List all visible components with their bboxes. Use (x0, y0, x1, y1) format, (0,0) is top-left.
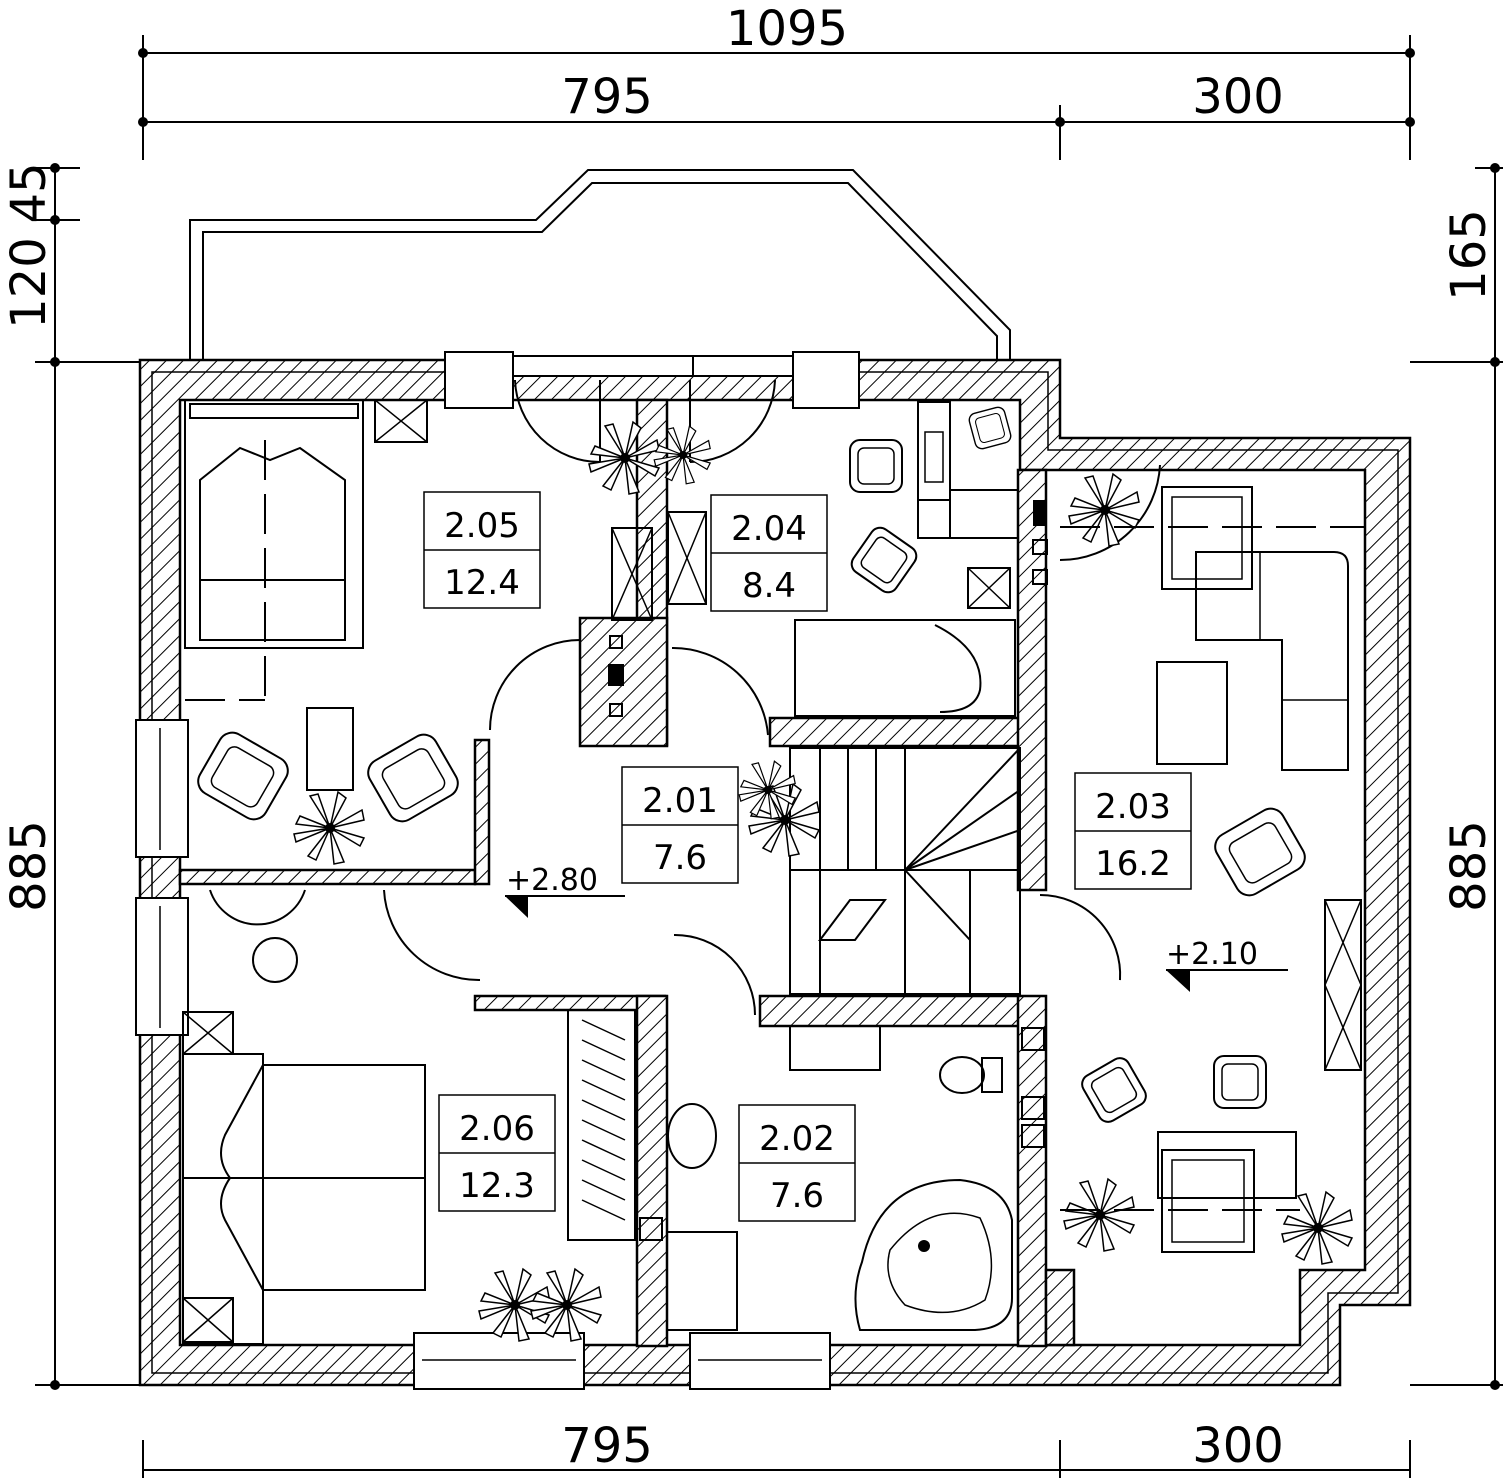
dim-left-upper-a: 120 (1, 237, 57, 329)
bathtub-icon (854, 1178, 1013, 1331)
dim-left-total: 885 (1, 820, 57, 912)
wardrobe-2-06 (567, 1009, 636, 1241)
plant-icon (293, 791, 365, 865)
dim-right-total: 885 (1441, 820, 1497, 912)
room-number: 2.06 (459, 1109, 535, 1149)
wardrobe-2-04 (667, 511, 707, 605)
staircase (789, 747, 1021, 995)
bed-2-05 (184, 399, 364, 701)
room-area: 12.3 (459, 1166, 535, 1206)
dim-right-upper: 165 (1441, 209, 1497, 301)
armchair-icon (362, 728, 464, 828)
plant-icon (478, 1268, 550, 1342)
room-label-2-04: 2.04 8.4 (710, 494, 828, 612)
desk-2-03 (1157, 1131, 1297, 1199)
plant-icon (530, 1268, 602, 1342)
dim-bottom-right: 300 (1192, 1418, 1284, 1474)
chair-icon (967, 405, 1013, 451)
level-value: +2.80 (506, 863, 598, 898)
dimension-lines (35, 35, 1503, 1478)
level-marker-2: +2.10 (1166, 937, 1288, 992)
windows (135, 351, 860, 1390)
bathtub-shelf (794, 619, 1016, 717)
room-label-2-06: 2.06 12.3 (438, 1094, 556, 1212)
desk-2-04 (917, 401, 951, 539)
level-marker-1: +2.80 (505, 863, 625, 918)
doors (209, 379, 1161, 1016)
armchair-icon (1209, 802, 1311, 902)
level-value: +2.10 (1166, 937, 1258, 972)
walls (138, 358, 1412, 1387)
chair-icon (1213, 1055, 1267, 1109)
dim-top-left: 795 (561, 69, 653, 125)
chair-icon (846, 522, 922, 598)
wardrobe-2-05 (374, 399, 428, 443)
dim-top-total: 1095 (726, 1, 848, 57)
side-table-2-03 (1161, 486, 1253, 590)
armchair-icon (192, 726, 294, 826)
room-number: 2.01 (642, 781, 718, 821)
room-number: 2.04 (731, 509, 807, 549)
table-2-05 (306, 707, 354, 791)
room-label-2-03: 2.03 16.2 (1074, 772, 1192, 890)
room-area: 8.4 (742, 566, 796, 606)
coffee-table-2-03 (1156, 661, 1228, 765)
room-label-2-01: 2.01 7.6 (621, 766, 739, 884)
dim-top-right: 300 (1192, 69, 1284, 125)
room-area: 7.6 (770, 1176, 824, 1216)
dim-bottom-left: 795 (561, 1418, 653, 1474)
room-label-2-05: 2.05 12.4 (423, 491, 541, 609)
dim-left-upper-b: 45 (1, 162, 57, 223)
plant-icon (1068, 473, 1140, 547)
room-area: 7.6 (653, 838, 707, 878)
shelf-2-03 (1324, 899, 1362, 1071)
plant-icon (1063, 1178, 1135, 1252)
room-number: 2.05 (444, 506, 520, 546)
stool-2-06 (252, 937, 298, 983)
sink-icon (667, 1103, 717, 1169)
toilet-icon (939, 1056, 985, 1094)
balcony (189, 169, 1011, 362)
room-area: 16.2 (1095, 844, 1171, 884)
cabinet-2-02 (789, 1025, 881, 1071)
room-label-2-02: 2.02 7.6 (738, 1104, 856, 1222)
plant-icon (1281, 1191, 1353, 1265)
chair-icon (1077, 1053, 1151, 1127)
room-area: 12.4 (444, 563, 520, 603)
room-number: 2.03 (1095, 787, 1171, 827)
chair-icon (849, 439, 903, 493)
room-number: 2.02 (759, 1119, 835, 1159)
